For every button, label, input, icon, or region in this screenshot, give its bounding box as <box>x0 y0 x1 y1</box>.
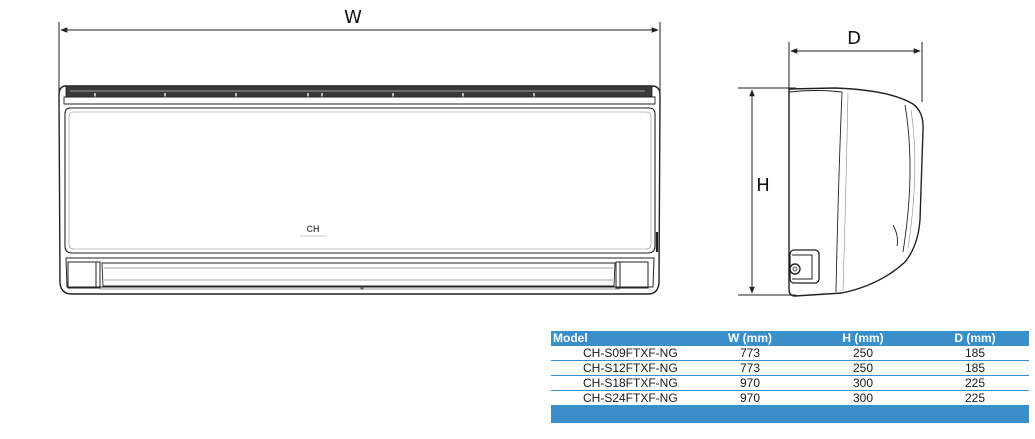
height-dimension <box>738 87 796 296</box>
width-dimension <box>58 22 661 92</box>
brand-logo: CH <box>307 224 320 234</box>
cell-model: CH-S24FTXF-NG <box>551 390 695 406</box>
cell-model: CH-S18FTXF-NG <box>551 375 695 391</box>
width-label: W <box>344 7 362 28</box>
table-row: CH-S12FTXF-NG 773 250 185 <box>551 360 1029 376</box>
table-footer-bar <box>551 405 1029 423</box>
cell-depth: 185 <box>921 346 1029 361</box>
cell-model: CH-S09FTXF-NG <box>551 346 695 361</box>
header-model: Model <box>551 331 695 346</box>
table-row: CH-S09FTXF-NG 773 250 185 <box>551 346 1029 361</box>
depth-label: D <box>847 28 861 49</box>
table-row: CH-S18FTXF-NG 970 300 225 <box>551 375 1029 391</box>
side-view <box>788 87 924 297</box>
cell-depth: 225 <box>921 375 1029 391</box>
cell-width: 970 <box>695 375 805 391</box>
cell-model: CH-S12FTXF-NG <box>551 360 695 376</box>
cell-depth: 185 <box>921 360 1029 376</box>
header-height: H (mm) <box>805 331 921 346</box>
header-depth: D (mm) <box>921 331 1029 346</box>
front-view <box>58 85 661 295</box>
height-label: H <box>756 175 770 196</box>
table-header-row: Model W (mm) H (mm) D (mm) <box>551 331 1029 346</box>
cell-height: 300 <box>805 375 921 391</box>
header-width: W (mm) <box>695 331 805 346</box>
depth-dimension <box>788 42 923 102</box>
model-dimensions-table: Model W (mm) H (mm) D (mm) CH-S09FTXF-NG… <box>551 331 1029 423</box>
table-row: CH-S24FTXF-NG 970 300 225 <box>551 390 1029 406</box>
cell-width: 773 <box>695 346 805 361</box>
cell-width: 773 <box>695 360 805 376</box>
cell-height: 300 <box>805 390 921 406</box>
cell-height: 250 <box>805 346 921 361</box>
cell-depth: 225 <box>921 390 1029 406</box>
cell-height: 250 <box>805 360 921 376</box>
cell-width: 970 <box>695 390 805 406</box>
